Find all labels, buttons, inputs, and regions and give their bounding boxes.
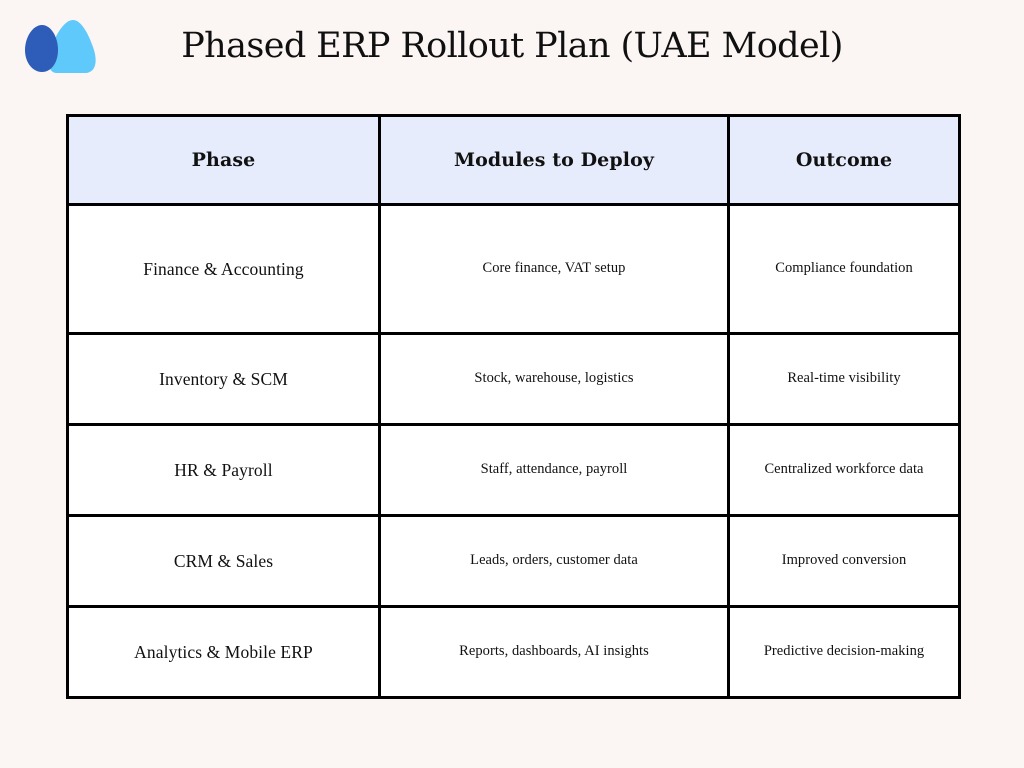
column-header-outcome: Outcome [727,114,961,206]
cell-phase: CRM & Sales [66,514,381,608]
table-row: CRM & Sales Leads, orders, customer data… [66,514,961,608]
column-header-phase: Phase [66,114,381,206]
brand-logo-icon [18,16,102,78]
cell-outcome: Predictive decision-making [727,605,961,699]
cell-modules: Leads, orders, customer data [378,514,730,608]
cell-modules: Reports, dashboards, AI insights [378,605,730,699]
cell-modules: Core finance, VAT setup [378,203,730,335]
cell-phase: Analytics & Mobile ERP [66,605,381,699]
column-header-modules: Modules to Deploy [378,114,730,206]
page-title: Phased ERP Rollout Plan (UAE Model) [181,26,843,66]
table-row: Inventory & SCM Stock, warehouse, logist… [66,332,961,426]
table-header-row: Phase Modules to Deploy Outcome [66,114,961,206]
cell-modules: Stock, warehouse, logistics [378,332,730,426]
cell-phase: HR & Payroll [66,423,381,517]
table-row: Finance & Accounting Core finance, VAT s… [66,203,961,335]
cell-outcome: Compliance foundation [727,203,961,335]
cell-outcome: Real-time visibility [727,332,961,426]
cell-outcome: Improved conversion [727,514,961,608]
table-row: HR & Payroll Staff, attendance, payroll … [66,423,961,517]
cell-phase: Finance & Accounting [66,203,381,335]
slide-header: Phased ERP Rollout Plan (UAE Model) [0,0,1024,112]
cell-outcome: Centralized workforce data [727,423,961,517]
cell-phase: Inventory & SCM [66,332,381,426]
cell-modules: Staff, attendance, payroll [378,423,730,517]
phased-rollout-table: Phase Modules to Deploy Outcome Finance … [66,114,961,699]
table-row: Analytics & Mobile ERP Reports, dashboar… [66,605,961,699]
